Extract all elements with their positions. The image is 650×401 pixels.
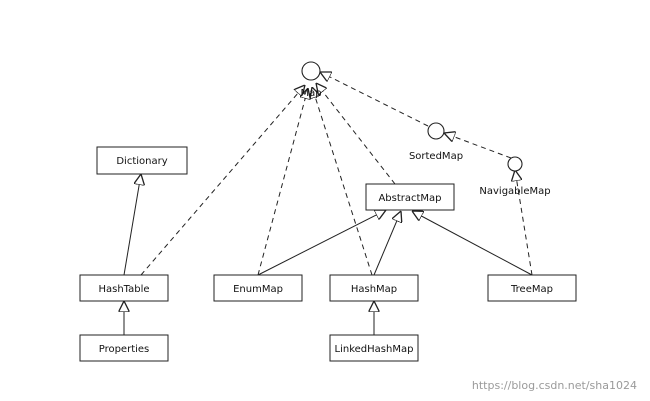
- navigablemap-label: NavigableMap: [479, 186, 550, 197]
- treemap-box: [487, 274, 577, 302]
- inheritance-edges: [123, 174, 533, 335]
- enummap-box: [213, 274, 303, 302]
- dictionary-box: [96, 146, 188, 175]
- enummap-label: EnumMap: [233, 284, 283, 295]
- hashmap-label: HashMap: [351, 284, 397, 295]
- dictionary-label: Dictionary: [116, 156, 167, 167]
- hashmap-box: [329, 274, 419, 302]
- linkedhashmap-label: LinkedHashMap: [335, 344, 414, 355]
- map-label: Map: [300, 88, 321, 99]
- linkedhashmap-box: [329, 334, 419, 362]
- edge-enummap-extends-abstractmap: [257, 210, 386, 276]
- realization-edges: [140, 72, 533, 276]
- hashtable-box: [79, 274, 169, 302]
- edge-enummap-implements-map: [257, 88, 308, 276]
- edge-treemap-extends-abstractmap: [412, 211, 533, 276]
- properties-label: Properties: [99, 344, 150, 355]
- watermark-text: https://blog.csdn.net/sha1024: [472, 379, 637, 392]
- edge-navigablemap-extends-sortedmap: [444, 133, 512, 159]
- edge-hashtable-extends-dictionary: [123, 174, 141, 276]
- edge-hashtable-implements-map: [140, 85, 305, 276]
- abstractmap-box: [365, 183, 455, 211]
- map-interface-circle: [301, 61, 321, 81]
- sortedmap-interface-circle: [427, 122, 445, 140]
- properties-box: [79, 334, 169, 362]
- navigablemap-interface-circle: [507, 156, 523, 172]
- edge-sortedmap-extends-map: [320, 72, 429, 127]
- edge-hashmap-extends-abstractmap: [373, 211, 401, 276]
- sortedmap-label: SortedMap: [409, 151, 463, 162]
- edge-abstractmap-implements-map: [316, 83, 396, 185]
- abstractmap-label: AbstractMap: [378, 193, 441, 204]
- edge-hashmap-implements-map: [312, 87, 373, 276]
- treemap-label: TreeMap: [510, 284, 553, 295]
- hashtable-label: HashTable: [98, 284, 149, 295]
